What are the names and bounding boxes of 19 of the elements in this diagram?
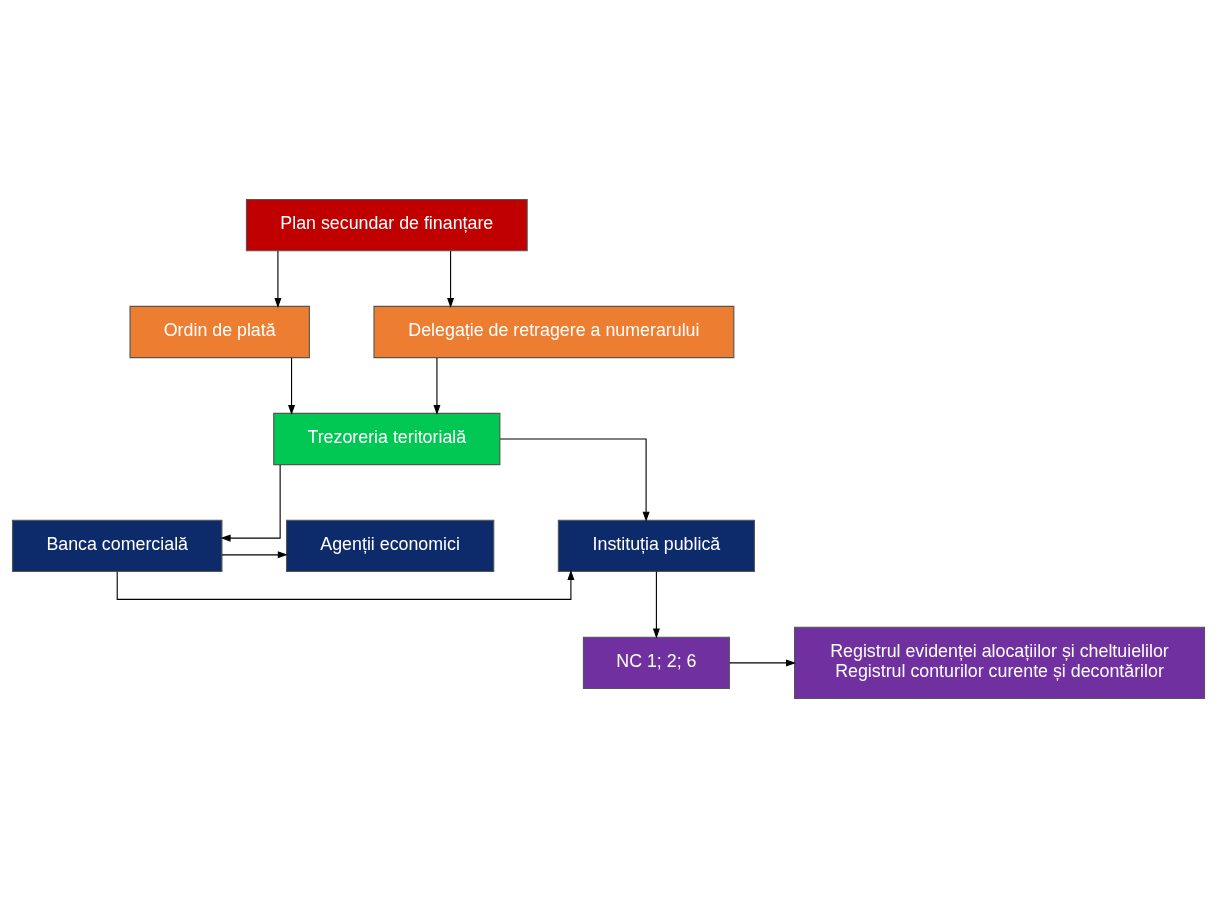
arrow — [221, 551, 288, 559]
node-box: Registrul evidenței alocațiilor și cheltuielilor Registrul conturilor curente și decontărilor — [794, 626, 1206, 700]
node-box: Delegație de retragere a numerarului — [373, 305, 735, 359]
node-box: Ordin de plată — [129, 305, 310, 359]
arrow — [116, 570, 575, 600]
node-box: NC 1; 2; 6 — [582, 636, 730, 690]
node-box: Banca comercială — [11, 519, 223, 573]
arrow — [288, 357, 296, 415]
arrow — [499, 438, 650, 522]
node-box: Trezoreria teritorială — [273, 412, 501, 466]
arrow — [729, 659, 797, 667]
arrow — [433, 357, 441, 415]
node-box: Instituția publică — [557, 519, 755, 573]
arrow — [447, 250, 455, 309]
arrow — [274, 250, 282, 309]
node-box: Agenții economici — [286, 519, 495, 573]
arrow — [652, 571, 660, 639]
node-box: Plan secundar de finanțare — [245, 198, 528, 252]
arrow — [220, 464, 281, 542]
